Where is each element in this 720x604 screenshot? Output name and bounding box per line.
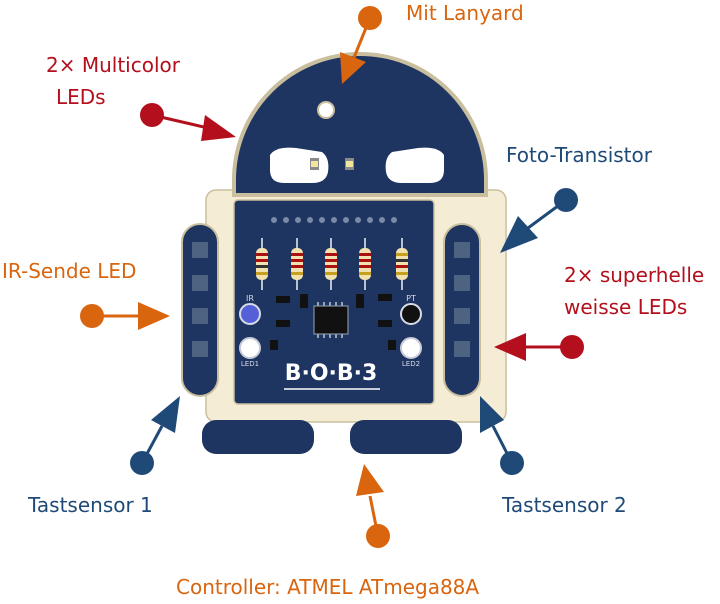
led1-silk-label: LED1 (241, 360, 259, 368)
foot-left (202, 420, 314, 454)
pcb-hole-row (271, 217, 397, 223)
label-multicolor-line2: LEDs (56, 85, 106, 109)
lanyard-hole (317, 101, 335, 119)
label-lanyard: Mit Lanyard (406, 1, 524, 25)
ir-led (239, 303, 261, 325)
label-controller: Controller: ATMEL ATmega88A (176, 575, 480, 599)
label-foto-transistor: Foto-Transistor (506, 143, 652, 167)
resistor-row (256, 238, 408, 290)
pointer-superhelle (494, 333, 584, 361)
label-tastsensor-1: Tastsensor 1 (28, 493, 153, 517)
foot-right (350, 420, 462, 454)
label-tastsensor-2: Tastsensor 2 (502, 493, 627, 517)
pointer-foto (500, 188, 578, 253)
label-superhelle-line2: weisse LEDs (564, 295, 688, 319)
white-led-right (400, 337, 422, 359)
pointer-ir (80, 302, 170, 330)
bob3-logo: B·O·B·3 (285, 361, 378, 386)
pointer-multicolor (140, 103, 236, 141)
pointer-tast1 (130, 396, 180, 475)
pcb-board (233, 199, 435, 405)
photo-transistor (400, 303, 422, 325)
microcontroller-chip (313, 305, 349, 335)
label-multicolor-line1: 2× Multicolor (46, 53, 180, 77)
pt-silk-label: PT (406, 294, 416, 303)
right-eye (385, 147, 444, 183)
led2-silk-label: LED2 (402, 360, 420, 368)
smd-components (270, 294, 396, 350)
label-ir-led: IR-Sende LED (2, 259, 137, 283)
label-superhelle-line1: 2× superhelle (564, 263, 705, 287)
pointer-tast2 (480, 396, 524, 475)
white-led-left (239, 337, 261, 359)
ir-silk-label: IR (246, 294, 254, 303)
left-eye (270, 147, 329, 183)
pointer-lanyard (340, 6, 382, 84)
pointer-controller (356, 464, 390, 548)
